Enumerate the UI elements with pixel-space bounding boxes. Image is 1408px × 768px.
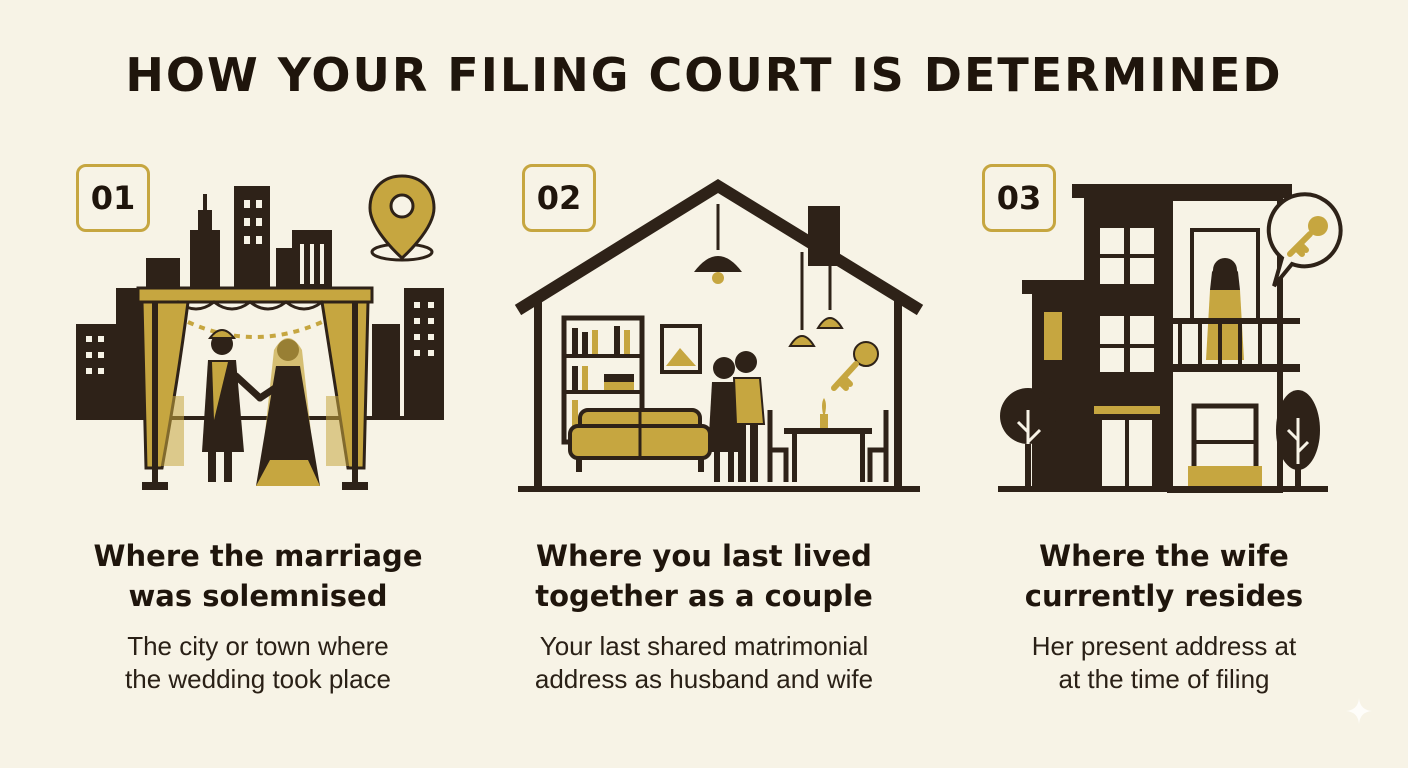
step-heading: Where you last lived together as a coupl… bbox=[535, 539, 873, 613]
step-number-badge: 01 bbox=[76, 164, 150, 232]
step-number-badge: 03 bbox=[982, 164, 1056, 232]
step-3-card: 03 Where the wife currently resides Her … bbox=[944, 160, 1384, 720]
step-1-card: 01 Where the marriage was solemnised The… bbox=[38, 160, 478, 720]
step-heading: Where the marriage was solemnised bbox=[93, 539, 423, 613]
step-description: Your last shared matrimonial address as … bbox=[534, 631, 874, 694]
step-number-badge: 02 bbox=[522, 164, 596, 232]
step-description: Her present address at at the time of fi… bbox=[1031, 631, 1297, 694]
wedding-mandap-city-location-icon bbox=[76, 174, 444, 490]
step-heading: Where the wife currently resides bbox=[1024, 539, 1304, 613]
apartment-woman-balcony-key-icon bbox=[998, 184, 1343, 493]
shared-home-couple-key-icon bbox=[514, 178, 924, 492]
step-2-card: 02 Where you last lived together as a co… bbox=[484, 160, 924, 720]
sparkle-icon bbox=[1346, 698, 1372, 724]
step-description: The city or town where the wedding took … bbox=[125, 631, 391, 694]
page-title: HOW YOUR FILING COURT IS DETERMINED bbox=[125, 48, 1283, 102]
